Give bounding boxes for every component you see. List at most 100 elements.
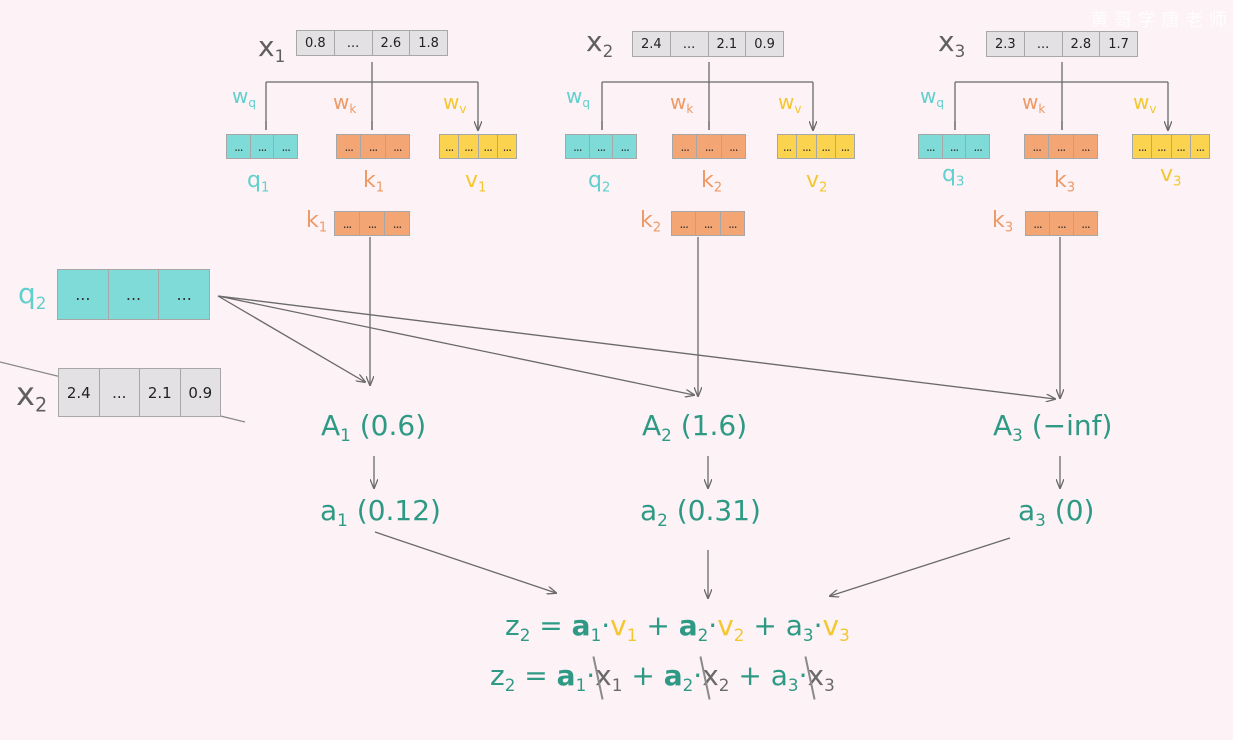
v2-label: v2 xyxy=(806,168,828,196)
weight-a1: a1 (0.12) xyxy=(320,494,441,530)
x2-cell: 2.4 xyxy=(633,32,671,56)
v2-cell: ... xyxy=(835,135,854,158)
x2-cell: 0.9 xyxy=(746,32,783,56)
v3-cell: ... xyxy=(1171,135,1191,158)
x3-cell: 1.7 xyxy=(1100,32,1137,56)
x3-label: x3 xyxy=(938,25,966,61)
score-A2: A2 (1.6) xyxy=(642,409,748,445)
q2-label-large: q2 xyxy=(18,277,47,313)
k1-cell: ... xyxy=(361,135,386,158)
wv-label-1: wv xyxy=(443,90,467,117)
k2-vector-2: ......... xyxy=(671,211,745,236)
watermark: 黄 哥 学 唐 老 师 xyxy=(1090,10,1227,31)
q2-large-cell: ... xyxy=(159,270,210,319)
x1-cell: 2.6 xyxy=(372,31,411,55)
k3-cell: ... xyxy=(1050,212,1074,235)
q3-cell: ... xyxy=(942,135,967,158)
q1-vector: ......... xyxy=(226,134,298,159)
v1-cell: ... xyxy=(440,135,460,158)
q2-label-small: q2 xyxy=(588,168,611,196)
masked-x2-label: x2 xyxy=(16,375,48,417)
score-A3: A3 (−inf) xyxy=(993,409,1113,445)
v1-cell: ... xyxy=(478,135,498,158)
q1-cell: ... xyxy=(227,135,251,158)
x1-label: x1 xyxy=(258,30,286,66)
x3-vector: 2.3 ... 2.8 1.7 xyxy=(986,31,1138,57)
masked-x2-vector: 2.4 ... 2.1 0.9 xyxy=(58,368,221,417)
v3-cell: ... xyxy=(1190,135,1209,158)
k1-cell: ... xyxy=(385,212,409,235)
x1-vector: 0.8 ... 2.6 1.8 xyxy=(296,30,448,56)
k3-cell: ... xyxy=(1025,135,1050,158)
v1-cell: ... xyxy=(459,135,479,158)
wq-label-3: wq xyxy=(920,84,944,111)
v3-vector: ............ xyxy=(1132,134,1210,159)
k1-cell: ... xyxy=(337,135,362,158)
k2-vector: ......... xyxy=(672,134,746,159)
masked-x2-cell: ... xyxy=(99,369,140,416)
a3-to-z xyxy=(830,537,1011,596)
wv-label-3: wv xyxy=(1133,90,1157,117)
k3-vector: ......... xyxy=(1024,134,1098,159)
masked-x2-cell: 2.1 xyxy=(140,369,181,416)
q2-to-A3 xyxy=(217,295,1055,399)
k2-cell: ... xyxy=(697,135,722,158)
weight-a3: a3 (0) xyxy=(1018,494,1095,530)
wq-label-2: wq xyxy=(566,84,590,111)
k2-cell: ... xyxy=(696,212,721,235)
k2-cell: ... xyxy=(672,212,697,235)
q3-cell: ... xyxy=(919,135,943,158)
q2-large-cell: ... xyxy=(108,270,160,319)
k3-cell: ... xyxy=(1026,212,1050,235)
masked-x2-cell: 2.4 xyxy=(59,369,100,416)
v2-cell: ... xyxy=(797,135,817,158)
k2-label: k2 xyxy=(701,168,723,196)
x3-cell: 2.8 xyxy=(1062,32,1101,56)
q2-cell: ... xyxy=(613,135,637,158)
x2-label: x2 xyxy=(586,25,614,61)
v2-vector: ............ xyxy=(777,134,855,159)
k1-cell: ... xyxy=(360,212,385,235)
k1-cell: ... xyxy=(335,212,360,235)
x1-cell: 0.8 xyxy=(297,31,335,55)
score-A1: A1 (0.6) xyxy=(321,409,427,445)
q3-label: q3 xyxy=(942,162,965,190)
q3-cell: ... xyxy=(966,135,990,158)
k1-cell: ... xyxy=(385,135,409,158)
v1-label: v1 xyxy=(465,168,487,196)
x3-cell: 2.3 xyxy=(987,32,1025,56)
q2-large-cell: ... xyxy=(58,270,109,319)
q2-cell: ... xyxy=(566,135,590,158)
q1-cell: ... xyxy=(250,135,275,158)
k3-cell: ... xyxy=(1049,135,1074,158)
k2-cell: ... xyxy=(720,212,744,235)
k3-vector-2: ......... xyxy=(1025,211,1098,236)
q1-label: q1 xyxy=(247,168,270,196)
masked-x2-cell: 0.9 xyxy=(180,369,220,416)
k1-label: k1 xyxy=(363,168,385,196)
wk-label-2: wk xyxy=(670,90,694,117)
v1-cell: ... xyxy=(497,135,516,158)
a1-to-z xyxy=(374,531,556,593)
k3-cell: ... xyxy=(1074,212,1097,235)
v3-label: v3 xyxy=(1160,162,1182,190)
wv-label-2: wv xyxy=(778,90,802,117)
q1-cell: ... xyxy=(274,135,298,158)
k3-cell: ... xyxy=(1073,135,1097,158)
k1-vector: ......... xyxy=(336,134,410,159)
k3-label: k3 xyxy=(1054,168,1076,196)
v2-cell: ... xyxy=(778,135,798,158)
fan-x1 xyxy=(265,62,479,130)
k1-vector-2: ......... xyxy=(334,211,410,236)
q2-vector-small: ......... xyxy=(565,134,637,159)
x2-cell: 2.1 xyxy=(708,32,747,56)
wq-label-1: wq xyxy=(232,84,256,111)
fan-x3 xyxy=(954,62,1169,130)
x2-cell: ... xyxy=(670,32,709,56)
k2-label-2: k2 xyxy=(640,208,662,236)
x2-vector: 2.4 ... 2.1 0.9 xyxy=(632,31,784,57)
q2-cell: ... xyxy=(589,135,614,158)
k1-label-2: k1 xyxy=(306,208,328,236)
